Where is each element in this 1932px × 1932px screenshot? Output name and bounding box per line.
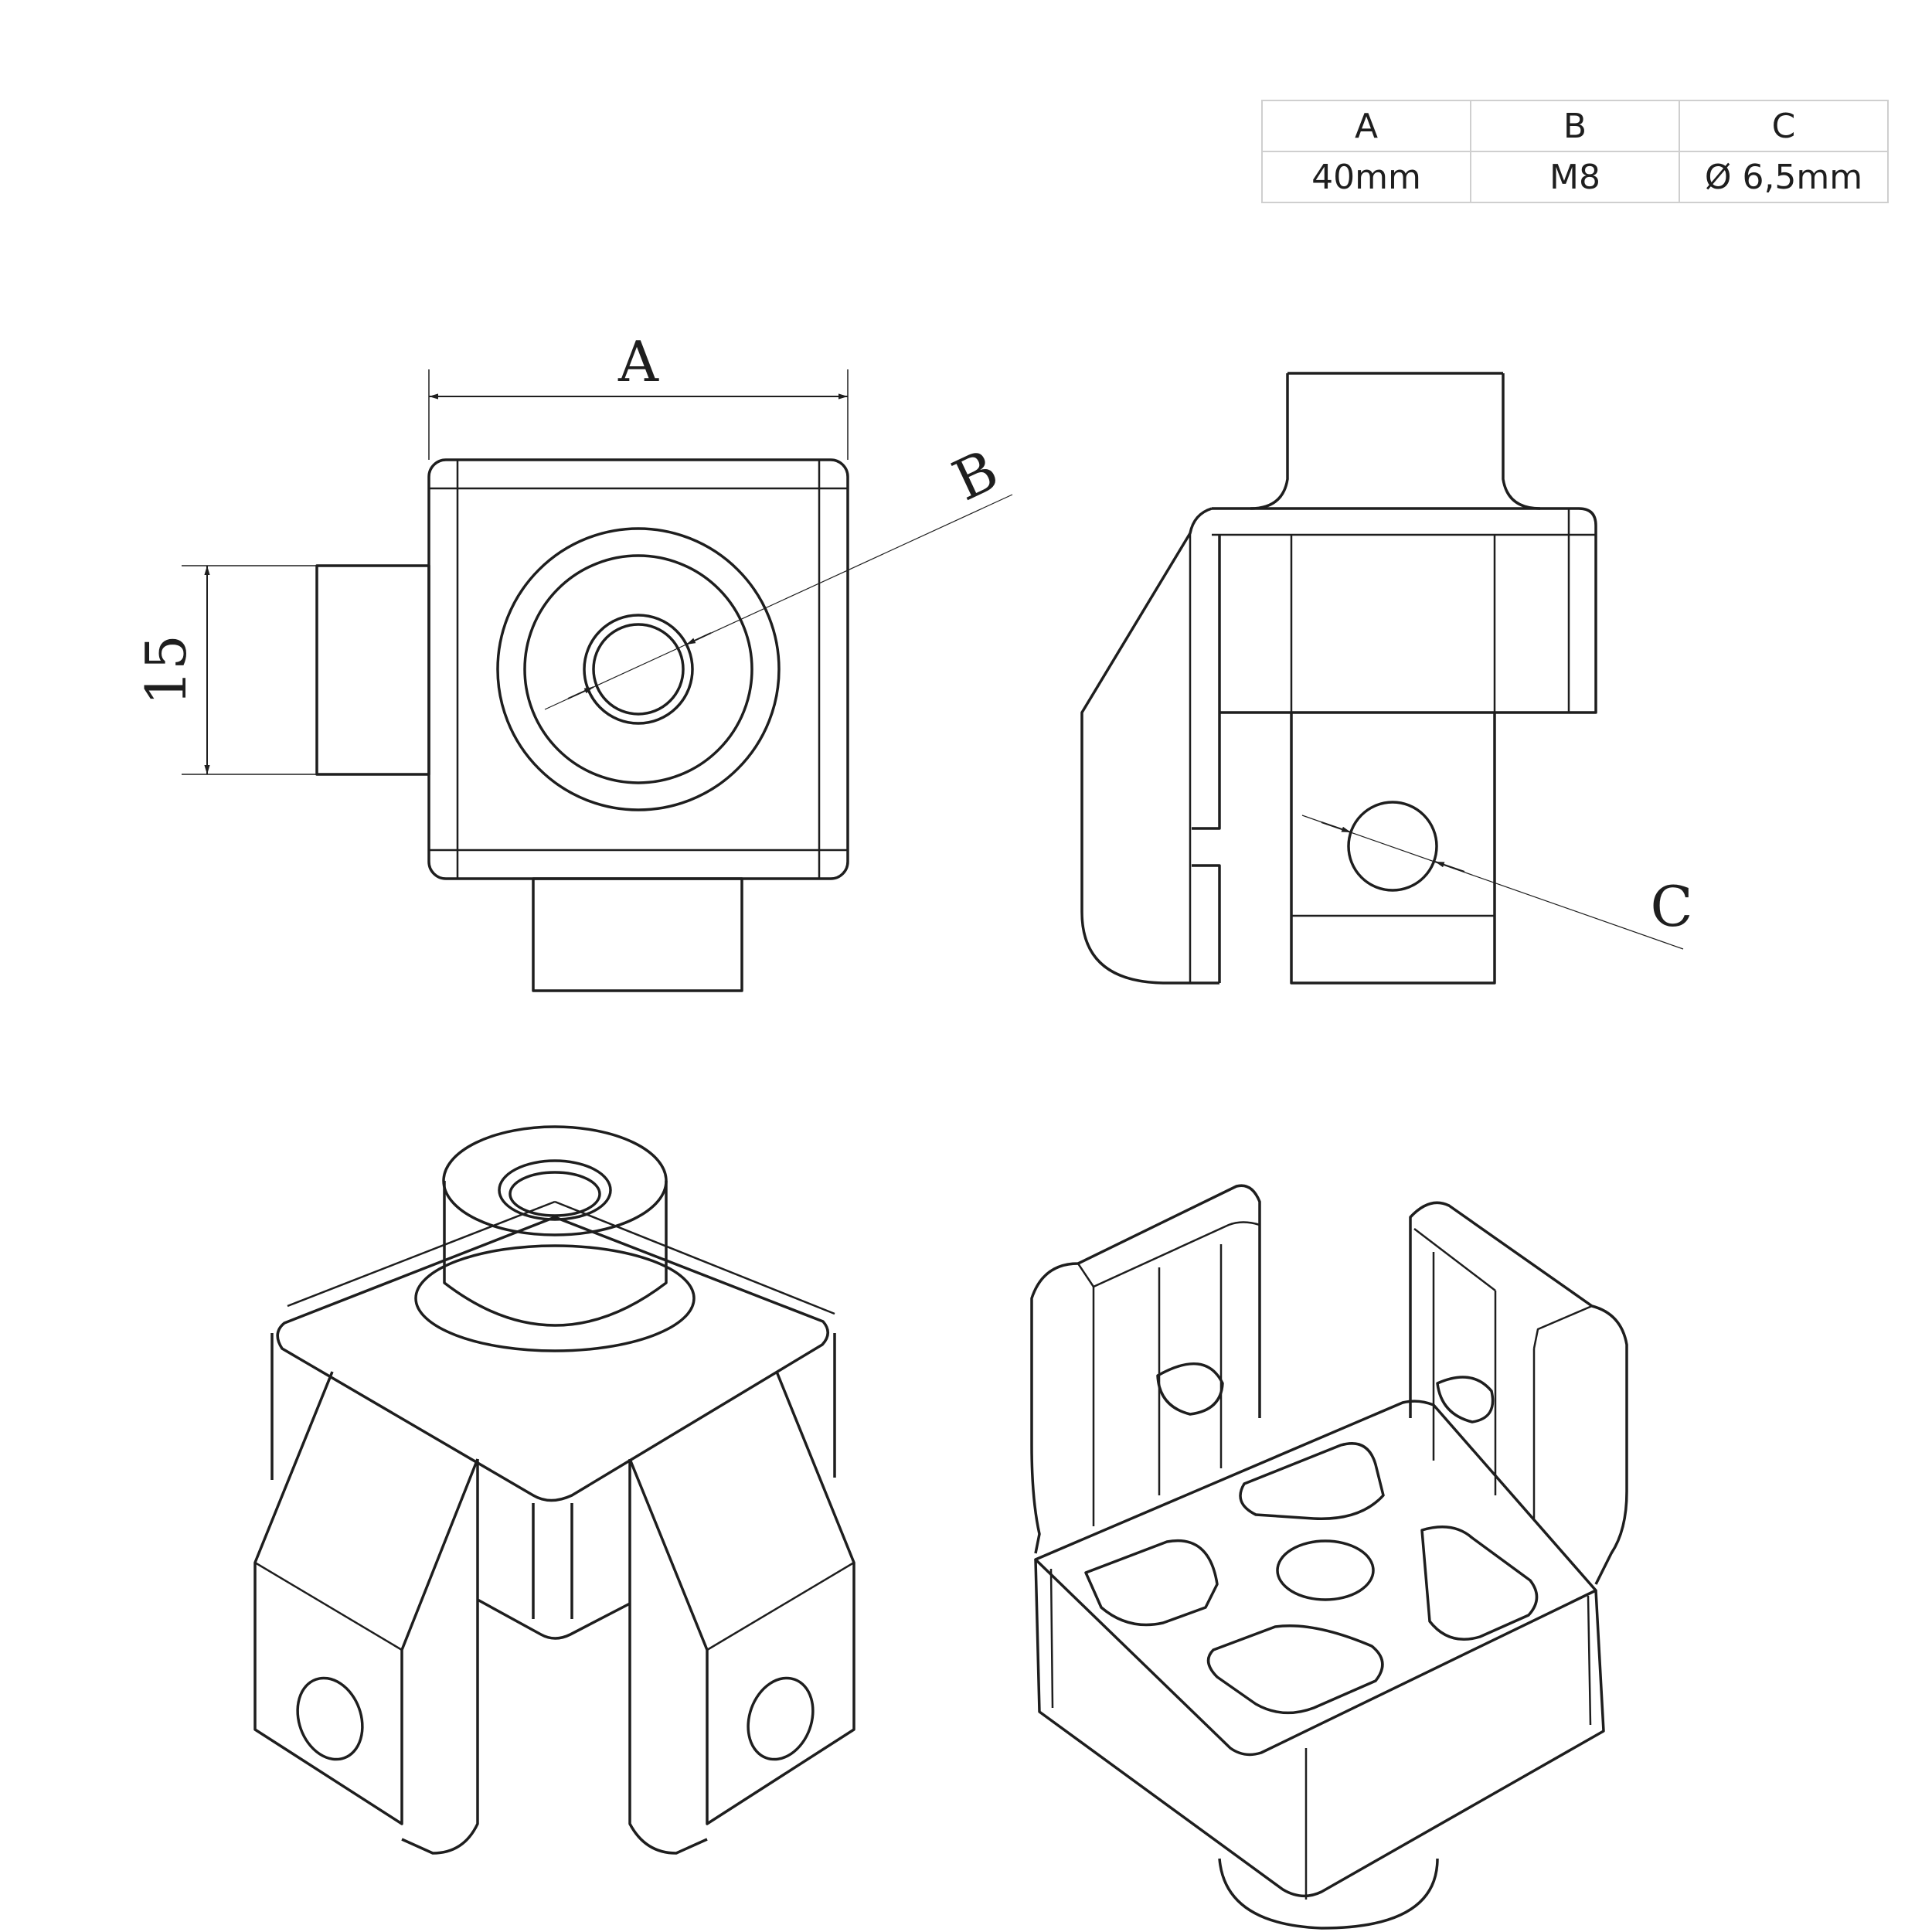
iso1-right-leg-outer bbox=[628, 1371, 855, 1825]
iso1-collar bbox=[414, 1244, 696, 1352]
iso2-right-arm-top-edge bbox=[1413, 1228, 1593, 1349]
isometric-view-top bbox=[253, 1125, 855, 1855]
iso1-boss-hole-outer bbox=[498, 1159, 612, 1221]
front-outer-collar bbox=[496, 527, 781, 811]
side-leg-lower bbox=[1192, 864, 1221, 983]
dimension-c-label: C bbox=[1650, 874, 1692, 939]
iso2-right-arm-lines bbox=[1432, 1252, 1536, 1519]
iso1-left-leg-edge bbox=[254, 1561, 403, 1651]
iso1-boss-hole-inner bbox=[509, 1171, 601, 1217]
iso1-left-leg-front bbox=[401, 1459, 479, 1855]
side-center-slot bbox=[1290, 713, 1496, 985]
iso1-top-face bbox=[276, 1216, 829, 1502]
iso1-front-corner bbox=[532, 1503, 573, 1619]
iso1-left-leg-hole bbox=[296, 1676, 364, 1761]
spec-table-value-row: 40mm M8 Ø 6,5mm bbox=[1261, 151, 1889, 203]
iso1-center-underside bbox=[477, 1598, 631, 1640]
iso1-boss-top bbox=[442, 1125, 668, 1236]
iso2-left-arm-top-edge bbox=[1077, 1221, 1260, 1288]
spec-header-b: B bbox=[1470, 100, 1680, 152]
side-hole bbox=[1347, 801, 1438, 892]
spec-header-a: A bbox=[1261, 100, 1471, 152]
iso2-base-sides bbox=[1034, 1559, 1605, 1897]
iso2-pocket-front bbox=[1206, 1624, 1384, 1715]
iso2-pocket-back bbox=[1239, 1442, 1385, 1520]
spec-table: A B C 40mm M8 Ø 6,5mm bbox=[1261, 100, 1889, 203]
side-leg-upper bbox=[1192, 535, 1221, 830]
iso2-left-arm-lines bbox=[1092, 1244, 1223, 1526]
spec-value-a: 40mm bbox=[1261, 151, 1471, 203]
iso1-top-chamfer-left bbox=[287, 1200, 556, 1308]
iso1-boss-body bbox=[443, 1181, 668, 1327]
spec-header-c: C bbox=[1679, 100, 1889, 152]
leader-b bbox=[544, 494, 1013, 710]
front-view bbox=[182, 369, 1013, 992]
iso2-right-arm-hole bbox=[1436, 1376, 1495, 1423]
spec-value-c: Ø 6,5mm bbox=[1679, 151, 1889, 203]
iso2-bottom-boss bbox=[1218, 1858, 1439, 1930]
front-body-outline bbox=[427, 458, 849, 880]
leader-b-arrow-right bbox=[685, 632, 712, 645]
iso1-top-chamfer-right bbox=[554, 1200, 835, 1315]
side-top-boss-left bbox=[1250, 373, 1289, 510]
side-angled-arm bbox=[1080, 507, 1219, 985]
iso2-left-arm-hole bbox=[1156, 1362, 1224, 1416]
leader-c-arrow-left bbox=[1321, 821, 1352, 833]
leader-c-arrow-right bbox=[1434, 861, 1465, 872]
side-top-boss-right bbox=[1502, 373, 1541, 510]
iso1-right-leg-hole bbox=[747, 1676, 815, 1761]
front-thread-hole-inner bbox=[592, 623, 685, 716]
front-left-tab bbox=[315, 564, 430, 776]
dimension-15-label: 15 bbox=[134, 634, 199, 706]
iso1-left-leg-outer bbox=[253, 1371, 479, 1825]
side-block-outline bbox=[1212, 507, 1597, 714]
front-thread-hole-outer bbox=[583, 614, 694, 725]
dimension-a-label: A bbox=[617, 329, 659, 394]
iso1-right-leg-front bbox=[628, 1459, 708, 1855]
iso2-left-arm-outline bbox=[1030, 1184, 1261, 1554]
isometric-view-bottom bbox=[1030, 1184, 1628, 1930]
spec-value-b: M8 bbox=[1470, 151, 1680, 203]
iso2-pocket-right bbox=[1420, 1526, 1539, 1641]
iso1-right-leg-edge bbox=[706, 1561, 855, 1651]
leader-b-arrow-left bbox=[567, 686, 594, 699]
leader-c bbox=[1301, 815, 1684, 950]
side-view bbox=[1080, 372, 1684, 985]
iso2-right-arm-outline bbox=[1409, 1201, 1628, 1585]
spec-table-header-row: A B C bbox=[1261, 100, 1889, 152]
iso2-pocket-left bbox=[1084, 1539, 1219, 1627]
dimension-b-label: B bbox=[943, 437, 1007, 513]
iso2-base-chamfers bbox=[1049, 1568, 1592, 1726]
iso2-center-hole bbox=[1276, 1539, 1375, 1601]
front-inner-collar bbox=[523, 554, 753, 784]
front-bottom-boss bbox=[532, 877, 743, 992]
